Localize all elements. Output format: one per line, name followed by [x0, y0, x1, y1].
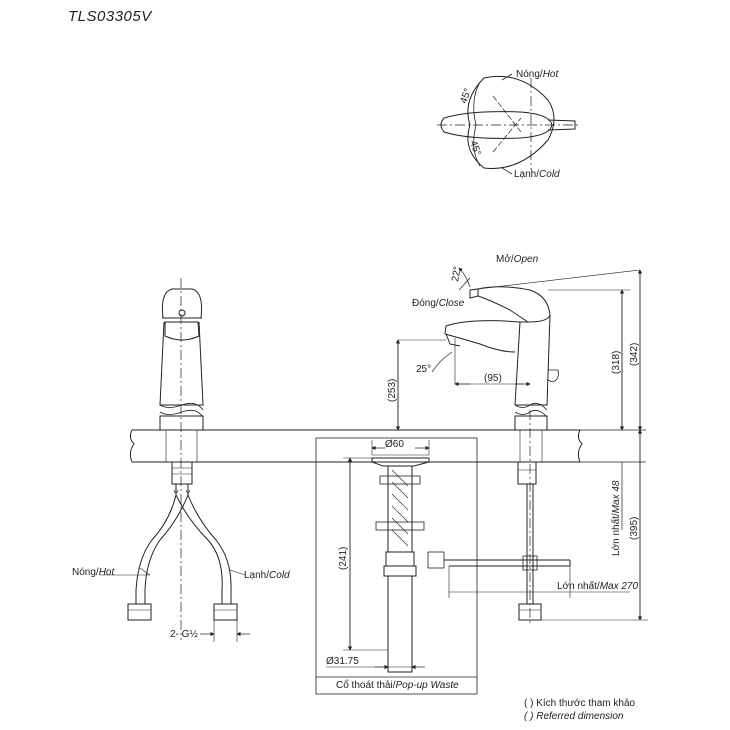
- side-view-labels: Mở/Open Đóng/Close 22° 25° (95) (253) (3…: [387, 253, 640, 592]
- max-thickness-label: Lớn nhất/Max 48: [610, 480, 622, 556]
- dim-253: (253): [387, 379, 398, 402]
- max-rod-label: Lớn nhất/Max 270: [557, 580, 638, 592]
- close-label: Đóng/Close: [412, 298, 465, 309]
- top-angle-hot: 45°: [458, 87, 474, 105]
- waste-caption: Cổ thoát thải/Pop-up Waste: [336, 679, 459, 691]
- dim-395: (395): [629, 517, 640, 540]
- legend-line-en: ( ) Referred dimension: [524, 711, 624, 722]
- dim-342: (342): [629, 343, 640, 366]
- top-cold-label: Lạnh/Cold: [514, 169, 560, 180]
- hot-hose-label: Nóng/Hot: [72, 567, 115, 578]
- dia-top: Ø60: [385, 439, 404, 450]
- dia-bottom: Ø31.75: [326, 656, 359, 667]
- front-view-faucet: [100, 278, 250, 642]
- top-angle-cold: 45°: [467, 139, 483, 157]
- dim-241: (241): [338, 547, 349, 570]
- front-view-labels: Nóng/Hot Lạnh/Cold 2- G½: [72, 567, 290, 640]
- cold-hose-label: Lạnh/Cold: [244, 570, 290, 581]
- legend-line-vi: ( ) Kích thước tham khảo: [524, 698, 636, 709]
- dim-spout-reach: (95): [484, 373, 502, 384]
- spout-angle: 25°: [416, 364, 431, 375]
- connection-label: 2- G½: [170, 629, 198, 640]
- open-label: Mở/Open: [496, 253, 539, 265]
- dim-318: (318): [611, 351, 622, 374]
- handle-angle: 22°: [450, 266, 463, 283]
- top-view: [437, 73, 578, 175]
- counter-top: [129, 429, 646, 463]
- top-view-labels: Nóng/Hot Lạnh/Cold 45° 45°: [458, 69, 560, 180]
- waste-labels: Ø60 Ø31.75 (241) Cổ thoát thải/Pop-up Wa…: [326, 439, 459, 691]
- legend: ( ) Kích thước tham khảo ( ) Referred di…: [524, 697, 635, 723]
- side-view-faucet: [395, 267, 648, 625]
- top-hot-label: Nóng/Hot: [516, 69, 559, 80]
- pop-up-waste: [315, 437, 478, 695]
- model-number: TLS03305V: [68, 8, 152, 25]
